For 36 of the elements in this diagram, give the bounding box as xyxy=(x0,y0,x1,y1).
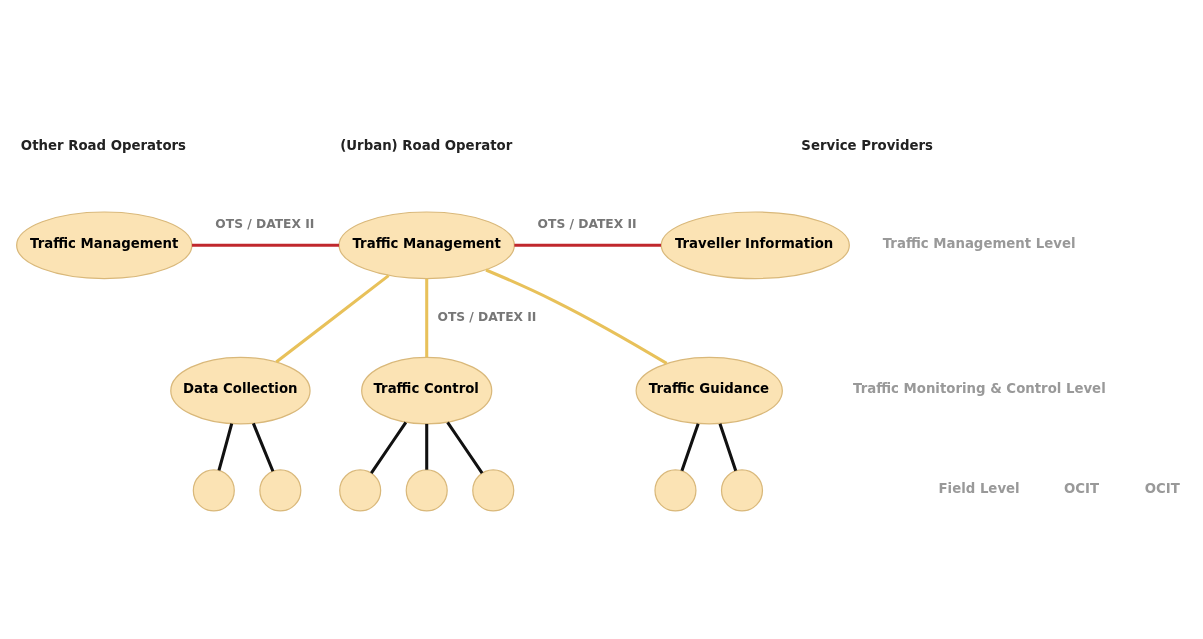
node-ellipse: Traffic Control xyxy=(361,356,493,424)
node-ellipse: Traffic Management xyxy=(16,210,193,279)
connector xyxy=(251,422,275,472)
node-circle xyxy=(720,468,764,512)
connector xyxy=(370,420,408,474)
connector xyxy=(275,273,390,363)
label: OCIT xyxy=(1144,480,1180,496)
connector xyxy=(217,422,234,471)
node-ellipse: Traveller Information xyxy=(660,210,850,279)
node-circle xyxy=(654,468,697,512)
connector xyxy=(680,422,700,471)
edge-label: OTS / DATEX II xyxy=(215,216,315,231)
node-circle xyxy=(192,468,235,512)
edge-label: OTS / DATEX II xyxy=(437,309,537,324)
node-circle xyxy=(405,468,448,512)
connector xyxy=(514,243,661,247)
label: Service Providers xyxy=(801,137,933,153)
connector xyxy=(425,278,429,357)
connector xyxy=(446,420,484,474)
label: Field Level xyxy=(938,480,1020,496)
label: OCIT xyxy=(1063,480,1100,496)
node-ellipse: Traffic Management xyxy=(338,210,515,279)
label: (Urban) Road Operator xyxy=(340,137,513,153)
connector xyxy=(425,423,429,470)
label: Traffic Management Level xyxy=(882,235,1076,251)
node-ellipse: Traffic Guidance xyxy=(635,356,783,424)
connector xyxy=(718,422,738,471)
node-circle xyxy=(259,468,302,512)
label: Other Road Operators xyxy=(20,137,187,153)
node-circle xyxy=(339,468,382,512)
node-circle xyxy=(472,468,515,512)
node-ellipse: Data Collection xyxy=(170,356,311,424)
connector xyxy=(191,243,340,247)
label: Traffic Monitoring & Control Level xyxy=(853,380,1106,396)
edge-label: OTS / DATEX II xyxy=(537,216,637,231)
connector xyxy=(485,268,668,365)
